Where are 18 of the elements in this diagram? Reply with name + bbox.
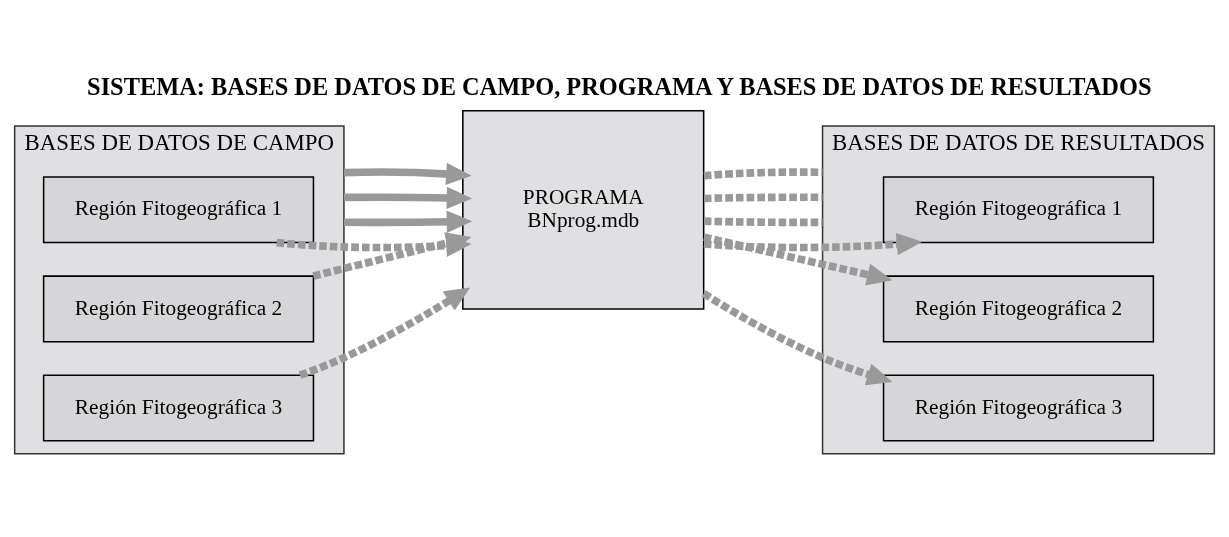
node-box: PROGRAMA BNprog.mdb — [462, 109, 705, 310]
arrow — [343, 162, 472, 185]
node-box: Región Fitogeográfica 2 — [42, 275, 315, 343]
arrow — [701, 290, 893, 386]
diagram-title: SISTEMA: BASES DE DATOS DE CAMPO, PROGRAMA Y BASES DE DATOS DE RESULTADOS — [87, 73, 1152, 101]
connector — [703, 193, 823, 203]
connector — [703, 217, 823, 227]
arrow — [298, 287, 471, 379]
arrow — [343, 186, 473, 209]
connector — [703, 168, 823, 180]
node-box: Región Fitogeográfica 3 — [882, 374, 1155, 442]
node-box: Región Fitogeográfica 3 — [42, 374, 315, 442]
arrow — [703, 233, 893, 286]
node-box: Región Fitogeográfica 1 — [882, 176, 1155, 244]
node-box: Región Fitogeográfica 1 — [42, 176, 315, 244]
arrow — [703, 232, 923, 256]
arrow — [343, 210, 473, 233]
node-box: Región Fitogeográfica 2 — [882, 275, 1155, 343]
